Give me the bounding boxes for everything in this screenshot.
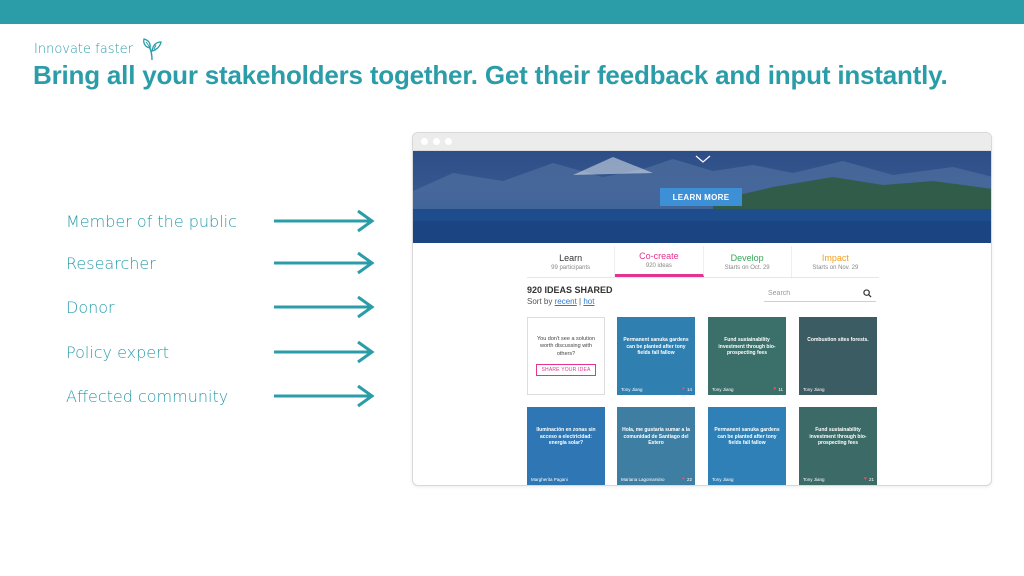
idea-card[interactable]: Combustion sites forests. Tony Jiang	[799, 317, 877, 395]
browser-mockup: LEARN MORE Learn 99 participants Co-crea…	[412, 132, 992, 486]
idea-author: Tony Jiang	[712, 477, 734, 482]
stage-name: Impact	[821, 252, 849, 263]
stage-name: Co-create	[639, 251, 679, 261]
hero-banner: LEARN MORE	[413, 151, 991, 243]
idea-title: Permanent sanuka gardens can be planted …	[623, 337, 689, 356]
idea-author: Tony Jiang	[621, 387, 643, 392]
idea-title: Permanent sanuka gardens can be planted …	[714, 427, 780, 446]
stakeholder-row: Policy expert	[66, 337, 386, 367]
idea-stat-value: 11	[778, 386, 783, 392]
heart-icon: ♥	[773, 386, 777, 392]
search-icon[interactable]	[863, 289, 872, 298]
sort-recent-link[interactable]: recent	[554, 297, 577, 306]
share-idea-card: You don't see a solution worth discussin…	[527, 317, 605, 395]
arrow-right-icon	[274, 209, 375, 233]
window-dot-icon[interactable]	[445, 138, 452, 145]
arrow-right-icon	[274, 384, 375, 408]
search-box	[764, 286, 876, 302]
heart-icon: ♥	[864, 476, 867, 482]
arrow-right-icon	[274, 251, 375, 275]
tab-develop[interactable]: Develop Starts on Oct. 29	[704, 246, 792, 277]
idea-stats: ♥21	[864, 476, 874, 482]
search-input[interactable]	[768, 290, 848, 297]
idea-stats: ♥14	[682, 386, 692, 392]
heart-icon: ♥	[682, 386, 685, 392]
sort-controls: Sort by recent | hot	[527, 297, 594, 306]
lightbulb-sprout-icon	[143, 38, 162, 61]
stakeholder-label: Researcher	[66, 253, 156, 273]
share-prompt: You don't see a solution worth discussin…	[536, 336, 596, 357]
stakeholder-label: Policy expert	[66, 342, 169, 362]
tab-co-create[interactable]: Co-create 920 ideas	[615, 246, 704, 277]
idea-author: Tony Jiang	[803, 387, 825, 392]
landscape-image	[413, 157, 991, 243]
idea-author: Mariana Lagomarsino	[621, 477, 665, 482]
idea-stat-value: 22	[686, 476, 692, 482]
sort-label: Sort by	[527, 297, 553, 306]
tab-learn[interactable]: Learn 99 participants	[527, 246, 616, 277]
window-dot-icon[interactable]	[421, 138, 428, 145]
tab-impact[interactable]: Impact Starts on Nov. 29	[792, 246, 879, 277]
window-dot-icon[interactable]	[433, 138, 440, 145]
stakeholder-row: Researcher	[66, 248, 386, 278]
stakeholder-label: Affected community	[66, 386, 229, 406]
idea-card[interactable]: Hola, me gustaría sumar a la comunidad d…	[617, 407, 695, 485]
idea-title: Iluminación en zonas sin acceso a electr…	[536, 427, 596, 446]
idea-title: Hola, me gustaría sumar a la comunidad d…	[622, 427, 690, 446]
heart-icon: ♥	[682, 476, 685, 482]
idea-title: Combustion sites forests.	[807, 337, 869, 343]
browser-chrome	[413, 133, 991, 151]
stage-tabs: Learn 99 participants Co-create 920 idea…	[527, 246, 879, 278]
idea-stats: ♥22	[682, 476, 692, 482]
idea-author: Margherita Pagani	[531, 477, 568, 482]
page-headline: Bring all your stakeholders together. Ge…	[33, 60, 948, 90]
idea-card[interactable]: Fund sustainability investment through b…	[708, 317, 786, 395]
top-accent-bar	[0, 0, 1024, 24]
stage-subtitle: Starts on Nov. 29	[812, 264, 859, 271]
stage-subtitle: 920 ideas	[645, 263, 672, 269]
tagline-text: Innovate faster	[34, 41, 133, 57]
stage-name: Learn	[559, 252, 583, 263]
idea-card[interactable]: Permanent sanuka gardens can be planted …	[708, 407, 786, 485]
idea-stat-value: 14	[686, 386, 692, 392]
stakeholder-row: Donor	[66, 292, 386, 322]
share-idea-button[interactable]: SHARE YOUR IDEA	[536, 363, 596, 376]
idea-author: Tony Jiang	[803, 477, 825, 482]
stage-name: Develop	[730, 252, 764, 263]
stakeholder-label: Donor	[66, 297, 115, 317]
tagline: Innovate faster	[34, 36, 165, 62]
idea-card[interactable]: Iluminación en zonas sin acceso a electr…	[527, 407, 605, 485]
ideas-count: 920 IDEAS SHARED	[527, 285, 613, 295]
idea-author: Tony Jiang	[712, 387, 734, 392]
idea-title: Fund sustainability investment through b…	[809, 427, 867, 446]
idea-card[interactable]: Fund sustainability investment through b…	[799, 407, 877, 485]
idea-stat-value: 21	[868, 476, 874, 482]
arrow-right-icon	[274, 295, 375, 319]
chevron-down-icon[interactable]	[695, 155, 711, 163]
stage-subtitle: 99 participants	[551, 264, 591, 271]
idea-card[interactable]: Permanent sanuka gardens can be planted …	[617, 317, 695, 395]
stakeholder-row: Member of the public	[66, 206, 386, 236]
stakeholder-row: Affected community	[66, 381, 386, 411]
stakeholder-label: Member of the public	[66, 211, 237, 231]
idea-title: Fund sustainability investment through b…	[718, 337, 776, 356]
sort-separator: |	[579, 297, 582, 306]
learn-more-button[interactable]: LEARN MORE	[660, 188, 742, 206]
arrow-right-icon	[274, 340, 375, 364]
idea-stats: ♥11	[773, 386, 783, 392]
sort-hot-link[interactable]: hot	[583, 297, 595, 306]
stage-subtitle: Starts on Oct. 29	[724, 264, 770, 271]
